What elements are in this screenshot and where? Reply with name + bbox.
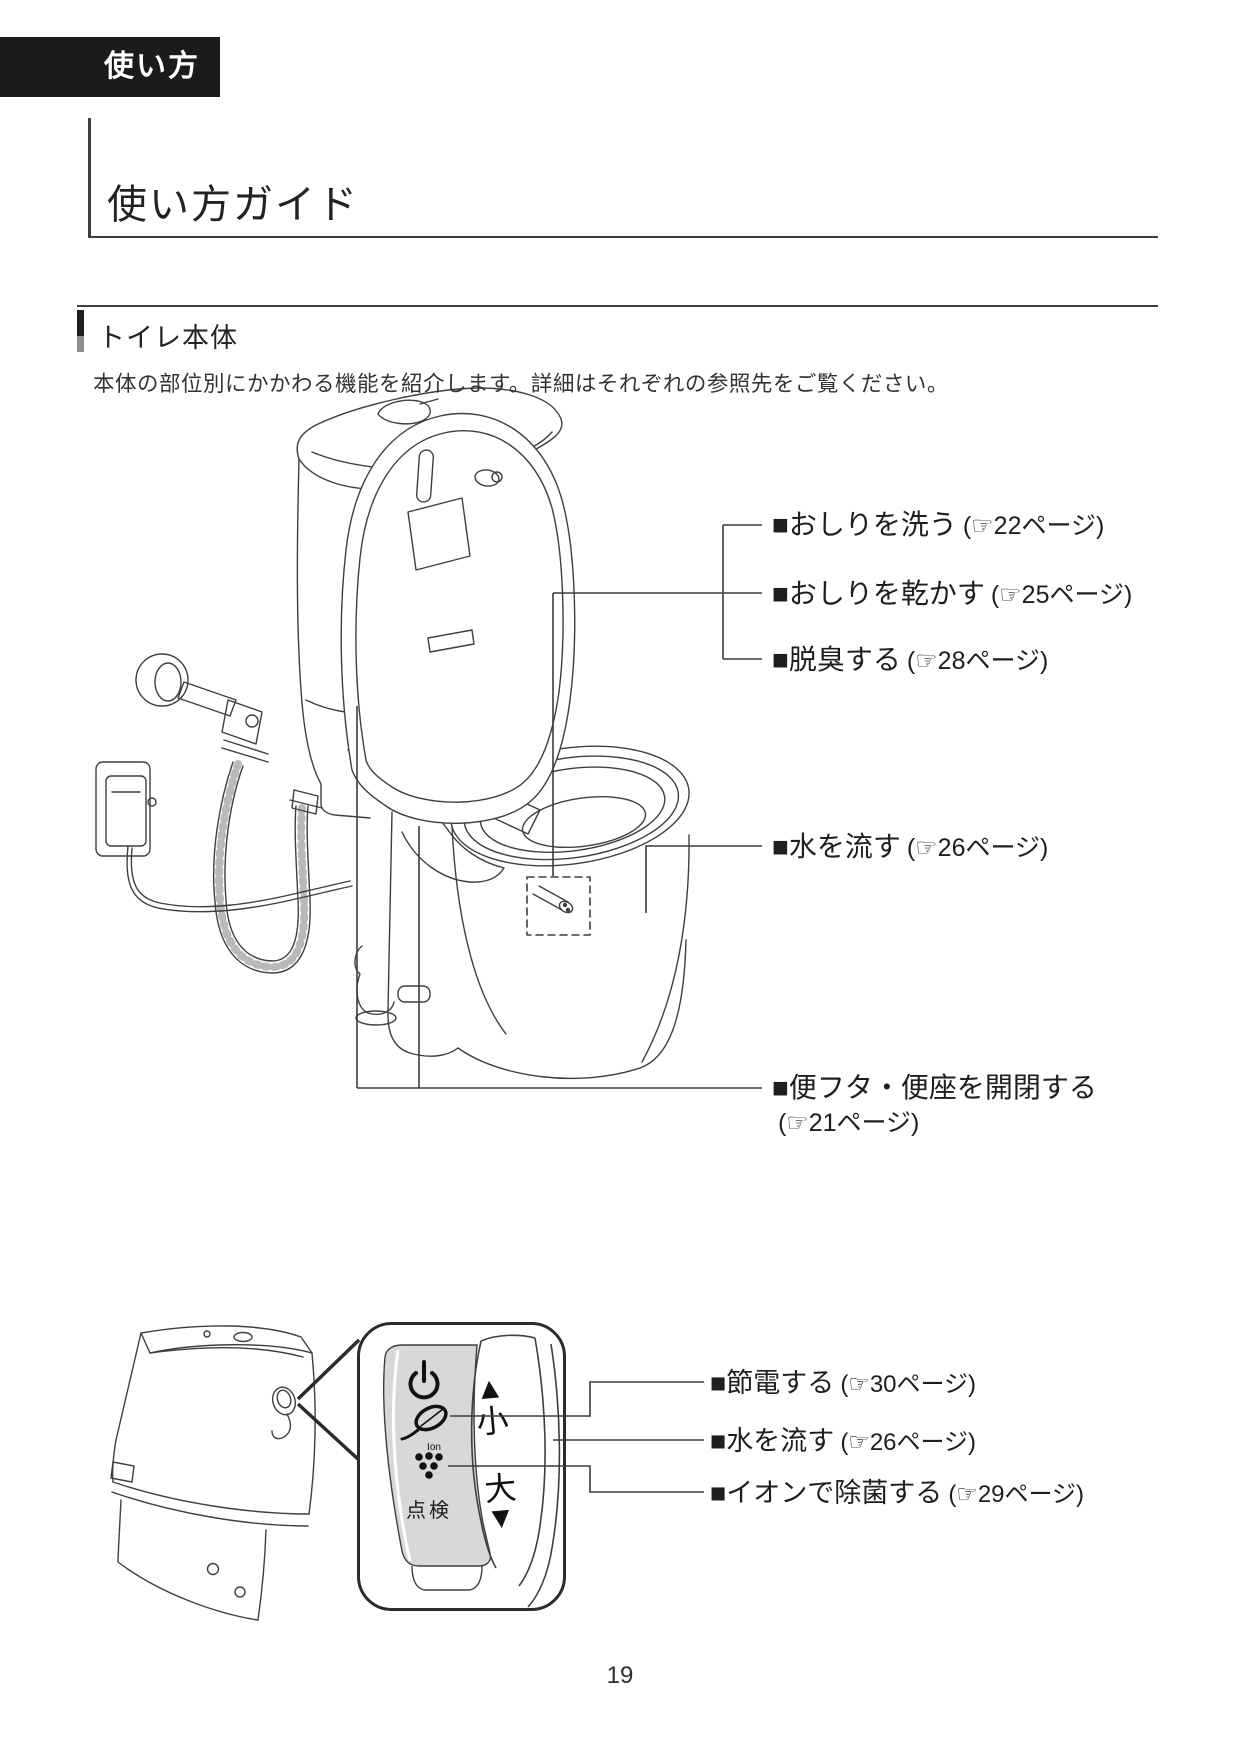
section-title: トイレ本体 <box>98 323 238 353</box>
zoom-wedge <box>296 1338 361 1462</box>
page-number: 19 <box>606 1662 634 1689</box>
nozzle <box>526 876 591 936</box>
intro-text: 本体の部位別にかかわる機能を紹介します。詳細はそれぞれの参照先をご覧ください。 <box>93 372 949 396</box>
ion-label: Ion <box>427 1442 441 1453</box>
callout-dry: ■おしりを乾かす(☞25ページ) <box>772 576 1132 613</box>
section-bar <box>77 310 84 352</box>
flush-large-label: 大 <box>483 1469 518 1508</box>
callout-lines-main <box>356 524 762 1089</box>
callout-dry-ref: (☞25ページ) <box>990 581 1133 609</box>
base-corner-drawing <box>110 1325 316 1621</box>
callout-ion-label: ■イオンで除菌する <box>710 1478 943 1508</box>
callout-ion: ■イオンで除菌する(☞29ページ) <box>710 1476 1084 1512</box>
callout-lid-seat-label: ■便フタ・便座を開閉する <box>772 1072 1097 1103</box>
flush-knob <box>271 1386 297 1440</box>
callout-lines-panel <box>448 1381 704 1493</box>
callout-deodorize-ref: (☞28ページ) <box>906 647 1049 675</box>
eco-leaf-icon <box>400 1404 448 1441</box>
callout-lid-seat-ref: (☞21ページ) <box>778 1109 920 1137</box>
section-header: トイレ本体 <box>77 305 1158 355</box>
callout-wash-ref: (☞22ページ) <box>962 512 1105 540</box>
category-badge: 使い方 <box>0 37 220 97</box>
open-lid <box>340 412 576 825</box>
callout-ion-ref: (☞29ページ) <box>948 1481 1085 1508</box>
pedestal-base <box>354 811 459 1057</box>
flush-down-icon: ▼ <box>485 1501 517 1536</box>
callout-flush-ref: (☞26ページ) <box>906 834 1049 862</box>
callout-power-save: ■節電する(☞30ページ) <box>710 1366 976 1402</box>
flush-up-icon: ▲ <box>473 1371 505 1406</box>
callout-power-save-label: ■節電する <box>710 1368 835 1398</box>
callout-flush-lever-label: ■水を流す <box>710 1426 835 1456</box>
page-title: 使い方ガイド <box>107 183 359 227</box>
callout-wash-label: ■おしりを洗う <box>772 509 957 540</box>
callout-flush-lever-ref: (☞26ページ) <box>840 1429 977 1456</box>
flush-lever-band <box>470 1334 561 1608</box>
callout-lid-seat: ■便フタ・便座を開閉する (☞21ページ) <box>772 1070 1097 1140</box>
callout-flush-lever: ■水を流す(☞26ページ) <box>710 1424 976 1460</box>
power-plug <box>95 761 353 913</box>
inspection-label: 点検 <box>406 1499 452 1522</box>
ion-icon: Ion <box>415 1442 443 1479</box>
callout-power-save-ref: (☞30ページ) <box>840 1371 977 1398</box>
callout-dry-label: ■おしりを乾かす <box>772 578 985 609</box>
callout-flush: ■水を流す(☞26ページ) <box>772 829 1048 866</box>
callout-deodorize: ■脱臭する(☞28ページ) <box>772 642 1048 679</box>
page-title-block: 使い方ガイド <box>88 118 1158 238</box>
callout-wash: ■おしりを洗う(☞22ページ) <box>772 507 1104 544</box>
callout-deodorize-label: ■脱臭する <box>772 644 901 675</box>
flush-small-label: 小 <box>475 1402 510 1441</box>
callout-flush-label: ■水を流す <box>772 831 901 862</box>
water-supply-hose <box>135 653 323 974</box>
power-icon <box>408 1360 440 1400</box>
